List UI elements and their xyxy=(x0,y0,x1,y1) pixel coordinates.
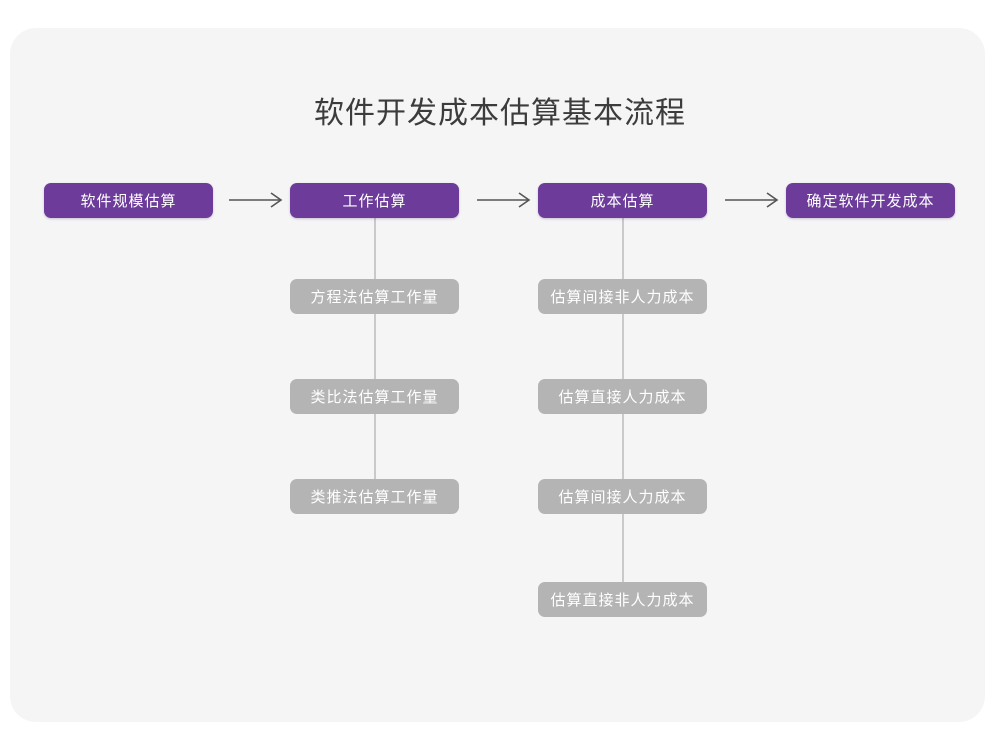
flow-arrow-3 xyxy=(724,189,784,211)
substep-node-col2-3[interactable]: 类推法估算工作量 xyxy=(290,479,459,514)
substep-node-col3-4-label: 估算直接非人力成本 xyxy=(550,592,695,609)
stage-node-3-label: 成本估算 xyxy=(590,193,655,210)
substep-node-col3-3-label: 估算间接人力成本 xyxy=(558,489,687,506)
stage-node-1-label: 软件规模估算 xyxy=(80,193,177,210)
substep-node-col2-1-label: 方程法估算工作量 xyxy=(310,289,439,306)
substep-node-col3-2-label: 估算直接人力成本 xyxy=(558,389,687,406)
page-title: 软件开发成本估算基本流程 xyxy=(314,97,686,130)
flow-arrow-1 xyxy=(228,189,288,211)
connector-line-col3-4 xyxy=(622,514,624,582)
stage-node-4-label: 确定软件开发成本 xyxy=(806,193,935,210)
connector-line-col3-2 xyxy=(622,314,624,379)
substep-node-col3-3[interactable]: 估算间接人力成本 xyxy=(538,479,707,514)
connector-line-col2-1 xyxy=(374,217,376,279)
arrow-right-icon xyxy=(229,192,283,208)
substep-node-col2-2-label: 类比法估算工作量 xyxy=(310,389,439,406)
connector-line-col3-3 xyxy=(622,414,624,479)
stage-node-4[interactable]: 确定软件开发成本 xyxy=(786,183,955,218)
stage-node-2-label: 工作估算 xyxy=(342,193,407,210)
flow-arrow-2 xyxy=(476,189,536,211)
substep-node-col2-1[interactable]: 方程法估算工作量 xyxy=(290,279,459,314)
connector-line-col3-1 xyxy=(622,217,624,279)
substep-node-col2-3-label: 类推法估算工作量 xyxy=(310,489,439,506)
connector-line-col2-2 xyxy=(374,314,376,379)
stage-node-2[interactable]: 工作估算 xyxy=(290,183,459,218)
substep-node-col2-2[interactable]: 类比法估算工作量 xyxy=(290,379,459,414)
substep-node-col3-1-label: 估算间接非人力成本 xyxy=(550,289,695,306)
arrow-right-icon xyxy=(477,192,531,208)
diagram-card xyxy=(10,28,985,722)
arrow-right-icon xyxy=(725,192,779,208)
substep-node-col3-4[interactable]: 估算直接非人力成本 xyxy=(538,582,707,617)
stage-node-1[interactable]: 软件规模估算 xyxy=(44,183,213,218)
connector-line-col2-3 xyxy=(374,414,376,479)
stage-node-3[interactable]: 成本估算 xyxy=(538,183,707,218)
substep-node-col3-2[interactable]: 估算直接人力成本 xyxy=(538,379,707,414)
substep-node-col3-1[interactable]: 估算间接非人力成本 xyxy=(538,279,707,314)
